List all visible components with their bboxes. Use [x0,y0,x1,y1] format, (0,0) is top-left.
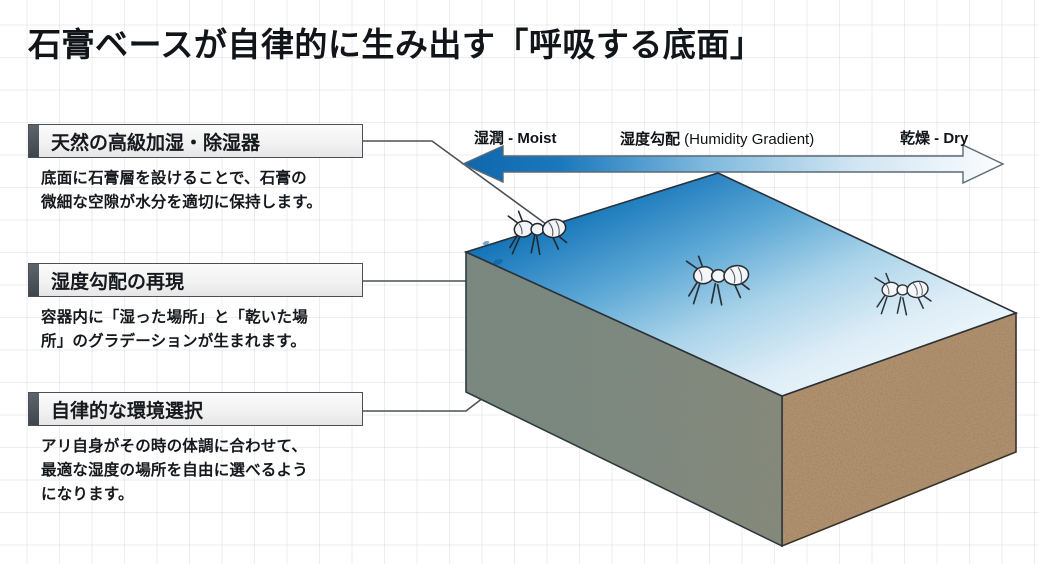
callout-2-heading: 湿度勾配の再現 [51,271,185,293]
callout-3-header: 自律的な環境選択 [28,392,363,426]
callout-1-body: 底面に石膏層を設けることで、石膏の 微細な空隙が水分を適切に保持します。 [28,167,363,215]
callout-1-line-1: 底面に石膏層を設けることで、石膏の [41,170,307,187]
callout-3-line-3: になります。 [41,486,134,504]
callout-1-heading: 天然の高級加湿・除湿器 [51,132,261,154]
callout-2-header: 湿度勾配の再現 [28,263,363,297]
callout-1-header: 天然の高級加湿・除湿器 [28,124,363,158]
axis-label-gradient: 湿度勾配 (Humidity Gradient) [620,128,814,149]
callout-2-accent-bar [29,264,39,296]
callout-autonomous-choice[interactable]: 自律的な環境選択 アリ自身がその時の体調に合わせて、 最適な湿度の場所を自由に選… [28,392,363,507]
callout-2-line-1: 容器内に「湿った場所」と「乾いた場 [41,309,308,326]
callout-1-accent-bar [29,125,39,157]
callout-3-line-1: アリ自身がその時の体調に合わせて、 [41,438,308,455]
callout-1-line-2: 微細な空隙が水分を適切に保持します。 [41,194,323,212]
callout-3-body: アリ自身がその時の体調に合わせて、 最適な湿度の場所を自由に選べるよう になりま… [28,435,363,507]
callout-2-body: 容器内に「湿った場所」と「乾いた場 所」のグラデーションが生まれます。 [28,306,363,354]
axis-label-gradient-jp: 湿度勾配 [620,131,681,148]
callout-2-line-2: 所」のグラデーションが生まれます。 [41,333,307,351]
callout-natural-humidifier[interactable]: 天然の高級加湿・除湿器 底面に石膏層を設けることで、石膏の 微細な空隙が水分を適… [28,124,363,215]
axis-label-dry: 乾燥 - Dry [900,130,969,147]
callout-3-heading: 自律的な環境選択 [51,400,204,422]
callout-humidity-gradient[interactable]: 湿度勾配の再現 容器内に「湿った場所」と「乾いた場 所」のグラデーションが生まれ… [28,263,363,354]
axis-label-gradient-en: (Humidity Gradient) [680,131,815,148]
page-title: 石膏ベースが自律的に生み出す「呼吸する底面」 [28,26,764,63]
axis-label-moist: 湿潤 - Moist [474,130,557,147]
callout-3-line-2: 最適な湿度の場所を自由に選べるよう [41,462,308,480]
callout-3-accent-bar [29,393,39,425]
